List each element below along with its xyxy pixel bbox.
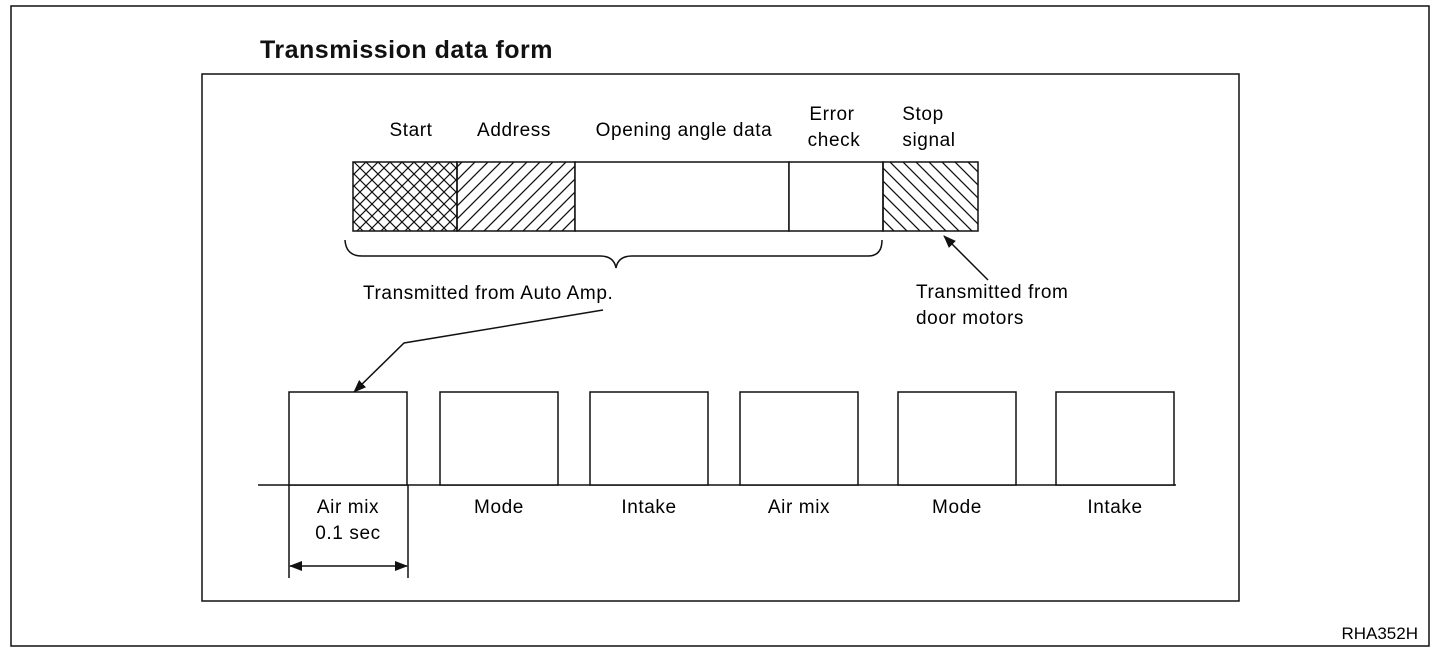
diagram-title: Transmission data form [260, 36, 553, 64]
label-transmitted-from-auto-amp: Transmitted from Auto Amp. [363, 283, 613, 304]
pulse-label-6: Intake [1087, 497, 1142, 518]
auto-amp-arrow [353, 309, 604, 393]
pulse-label-3: Intake [621, 497, 676, 518]
auto-amp-brace [344, 239, 883, 269]
segment-error-check [788, 161, 884, 232]
pulse-label-2: Mode [474, 497, 524, 518]
pulse-3 [589, 391, 709, 486]
label-transmitted-from-door-motors-line1: Transmitted from [916, 282, 1068, 303]
segment-label-error-check-line2: check [808, 130, 861, 151]
pulse-label-4: Air mix [768, 497, 830, 518]
segment-label-stop-line2: signal [902, 130, 955, 151]
segment-label-stop-line1: Stop [902, 104, 944, 125]
segment-opening-angle [574, 161, 790, 232]
segment-label-error-check-line1: Error [809, 104, 854, 125]
segment-start [352, 161, 458, 232]
figure-code: RHA352H [1341, 624, 1418, 643]
pulse-4 [739, 391, 859, 486]
pulse-label-5: Mode [932, 497, 982, 518]
outer-frame [10, 5, 1430, 647]
segment-label-start: Start [389, 120, 432, 141]
pulse-1 [288, 391, 408, 486]
segment-label-opening-angle: Opening angle data [596, 120, 773, 141]
segment-label-address: Address [477, 120, 551, 141]
segment-address [456, 161, 576, 232]
pulse-2 [439, 391, 559, 486]
door-motors-arrow [943, 235, 989, 281]
pulse-sublabel-1: 0.1 sec [315, 523, 380, 544]
pulse-label-1: Air mix [317, 497, 379, 518]
label-transmitted-from-door-motors-line2: door motors [916, 308, 1024, 329]
segment-stop-signal [882, 161, 979, 232]
pulse-6 [1055, 391, 1175, 486]
pulse-5 [897, 391, 1017, 486]
inner-frame [201, 73, 1240, 602]
data-frame-bar [352, 161, 979, 232]
pulse-group: Air mix 0.1 sec Mode Intake Air mix Mode Intak… [288, 391, 1175, 544]
